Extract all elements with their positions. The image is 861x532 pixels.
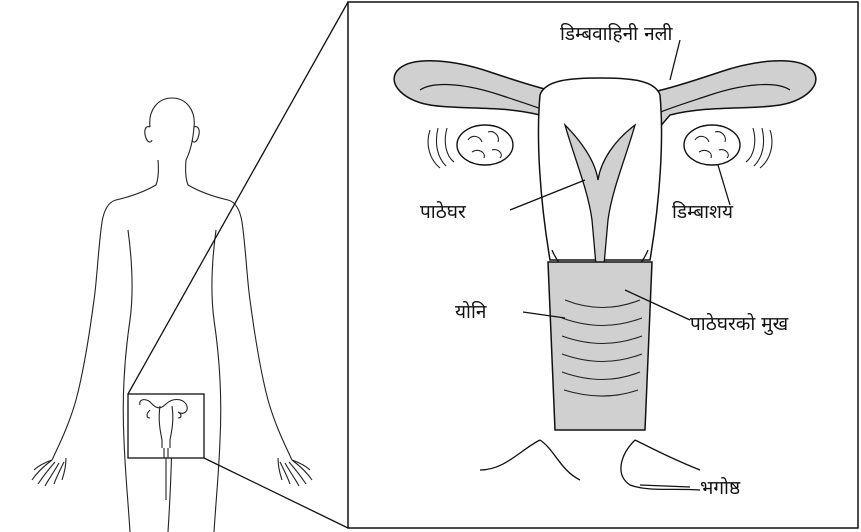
labia-label: भगोष्ठ <box>700 476 741 499</box>
connector-line-top <box>128 2 348 394</box>
ovary-label: डिम्बाशय <box>672 200 734 223</box>
inset-box <box>128 394 204 500</box>
fallopian-tube-label: डिम्बवाहिनी नली <box>560 22 674 45</box>
vagina-label: योनि <box>455 300 487 323</box>
uterus <box>538 78 661 285</box>
connector-line-bottom <box>204 458 348 528</box>
vagina <box>548 262 652 430</box>
uterus-label: पाठेघर <box>420 200 467 223</box>
cervix-label: पाठेघरको मुख <box>690 312 789 336</box>
